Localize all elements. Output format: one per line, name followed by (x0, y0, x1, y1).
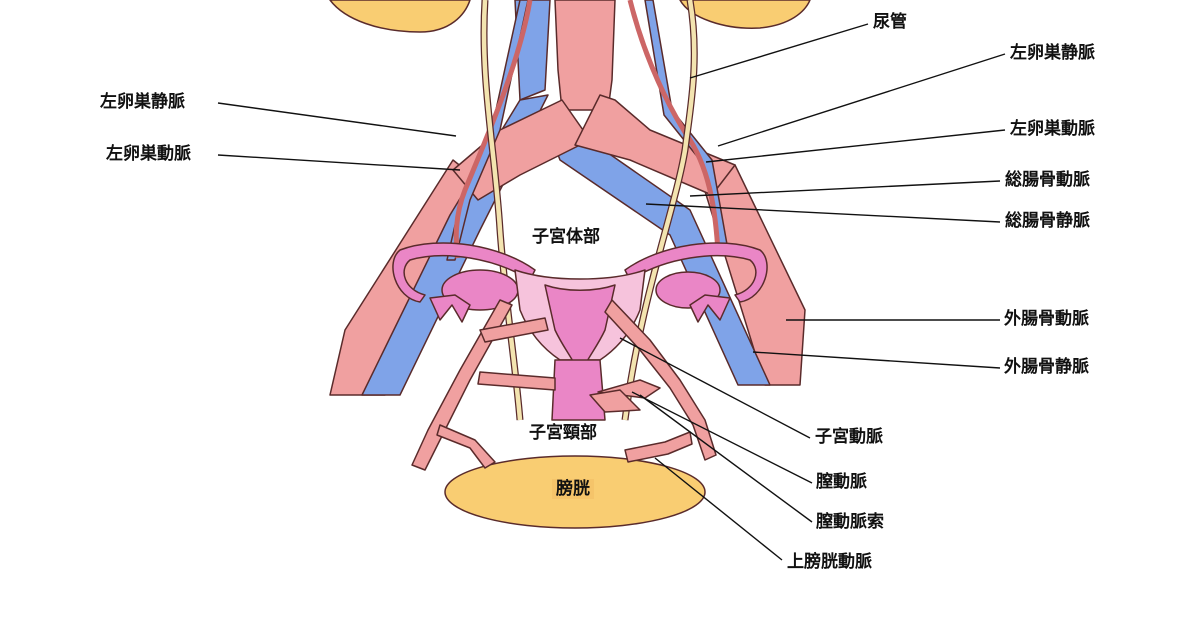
right-fimbriae (689, 294, 731, 323)
label-common-iliac-vein: 総腸骨静脈 (1005, 211, 1090, 231)
cervix-vagina (551, 359, 606, 421)
label-external-iliac-vein: 外腸骨静脈 (1004, 357, 1089, 377)
label-vaginal-artery-cord: 膣動脈索 (816, 512, 884, 532)
left-kidney (329, 0, 471, 33)
leader-left-ovarian-vein-right (717, 53, 1006, 147)
ovarian-artery-left-strand (453, 0, 533, 259)
leader-vaginal-artery (631, 391, 813, 484)
label-ureter: 尿管 (873, 12, 907, 32)
label-bladder: 膀胱 (552, 479, 594, 499)
label-left-ovarian-vein-left: 左卵巣静脈 (100, 92, 185, 112)
uterine-cavity (544, 284, 616, 366)
left-vesical-artery-vessel (436, 424, 496, 469)
right-common-iliac-artery (574, 94, 736, 196)
label-common-iliac-artery: 総腸骨動脈 (1005, 170, 1090, 190)
left-vaginal-artery-vessel (477, 371, 556, 391)
right-kidney (679, 0, 811, 29)
right-vesical-artery-vessel (624, 431, 693, 463)
leader-common-iliac-vein (645, 203, 1001, 223)
leader-vaginal-artery-cord (639, 394, 813, 523)
leader-common-iliac-artery (689, 180, 1001, 197)
vaginal-artery-cord-vessel (589, 389, 641, 413)
leader-superior-vesical-artery (654, 457, 783, 561)
right-uterine-artery-vessel (604, 299, 717, 461)
label-left-ovarian-vein-right: 左卵巣静脈 (1010, 43, 1095, 63)
left-fallopian-tube (392, 242, 536, 303)
leader-left-ovarian-artery-left (217, 154, 461, 171)
label-left-ovarian-artery-left: 左卵巣動脈 (106, 144, 191, 164)
ovarian-artery-right-strand (627, 0, 721, 253)
label-uterine-artery: 子宮動脈 (815, 427, 883, 447)
left-uterine-artery-vessel (479, 317, 549, 343)
label-uterine-body: 子宮体部 (530, 227, 602, 247)
label-cervix: 子宮頸部 (527, 423, 599, 443)
label-left-ovarian-artery-right: 左卵巣動脈 (1010, 119, 1095, 139)
label-superior-vesical-artery: 上膀胱動脈 (787, 552, 872, 572)
right-ureter-fill (622, 0, 697, 421)
left-fimbriae (429, 294, 471, 323)
label-external-iliac-artery: 外腸骨動脈 (1004, 309, 1089, 329)
right-fallopian-tube (624, 242, 768, 303)
leader-uterine-artery (619, 337, 811, 439)
label-vaginal-artery: 膣動脈 (816, 472, 867, 492)
leader-left-ovarian-artery-right (705, 129, 1006, 163)
leader-ureter (689, 23, 869, 79)
leader-external-iliac-vein (752, 351, 1001, 369)
leader-left-ovarian-vein-left (217, 102, 457, 137)
left-ureter-fill (481, 0, 523, 421)
aorta (554, 0, 616, 111)
